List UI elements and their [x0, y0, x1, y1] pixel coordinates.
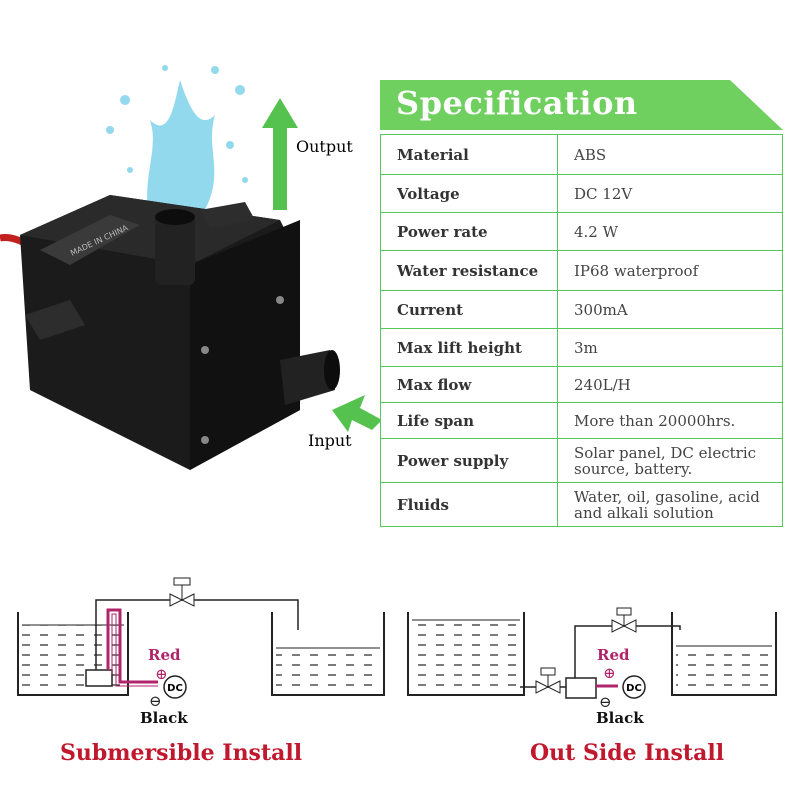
pump-body: MADE IN CHINA: [20, 195, 340, 470]
submersible-install-title: Submersible Install: [60, 740, 303, 766]
plus-icon: ⊕: [603, 664, 616, 682]
valve-icon: [169, 577, 195, 607]
spec-value: DC 12V: [557, 174, 783, 213]
water-splash: [106, 65, 248, 226]
svg-text:DC: DC: [167, 683, 183, 694]
spec-value: 4.2 W: [557, 212, 783, 251]
red-wire-label: Red: [597, 646, 630, 664]
minus-icon: ⊖: [599, 693, 612, 711]
svg-text:DC: DC: [626, 683, 642, 694]
pump-photo: MADE IN CHINA Output Input: [0, 65, 380, 470]
black-wire-label: Black: [596, 709, 644, 727]
outside-install-title: Out Side Install: [530, 740, 725, 766]
spec-value: 300mA: [557, 290, 783, 329]
spec-value: ABS: [557, 134, 783, 175]
input-label: Input: [308, 431, 352, 450]
dc-power-icon: [163, 675, 187, 699]
output-arrow-icon: [262, 98, 298, 210]
spec-key: Power supply: [380, 438, 558, 483]
spec-key: Water resistance: [380, 250, 558, 291]
spec-value: IP68 waterproof: [557, 250, 783, 291]
red-wire-label: Red: [148, 646, 181, 664]
plus-icon: ⊕: [155, 665, 168, 683]
output-label: Output: [296, 137, 353, 156]
spec-key: Max flow: [380, 366, 558, 403]
spec-key: Power rate: [380, 212, 558, 251]
spec-value: 240L/H: [557, 366, 783, 403]
submersible-diagram: DC Red ⊕ ⊖ Black: [17, 577, 385, 727]
valve-icon: [535, 667, 561, 694]
install-diagrams: DC Red ⊕ ⊖ Black: [17, 577, 777, 727]
spec-value: Solar panel, DC electric source, battery…: [557, 438, 783, 483]
spec-key: Max lift height: [380, 328, 558, 367]
minus-icon: ⊖: [149, 692, 162, 710]
spec-key: Life span: [380, 402, 558, 439]
spec-title: Specification: [396, 84, 638, 122]
spec-header-banner: [380, 80, 783, 130]
spec-value: Water, oil, gasoline, acid and alkali so…: [557, 482, 783, 527]
spec-key: Voltage: [380, 174, 558, 213]
input-arrow-icon: [332, 395, 380, 432]
pump-symbol: [85, 669, 113, 687]
spec-key: Fluids: [380, 482, 558, 527]
spec-value: 3m: [557, 328, 783, 367]
spec-value: More than 20000hrs.: [557, 402, 783, 439]
outside-diagram: DC Red ⊕ ⊖ Black: [407, 607, 777, 727]
black-wire-label: Black: [140, 709, 188, 727]
spec-key: Current: [380, 290, 558, 329]
valve-icon: [611, 607, 637, 633]
pump-symbol: [565, 677, 597, 699]
dc-power-icon: [622, 675, 646, 699]
spec-key: Material: [380, 134, 558, 175]
